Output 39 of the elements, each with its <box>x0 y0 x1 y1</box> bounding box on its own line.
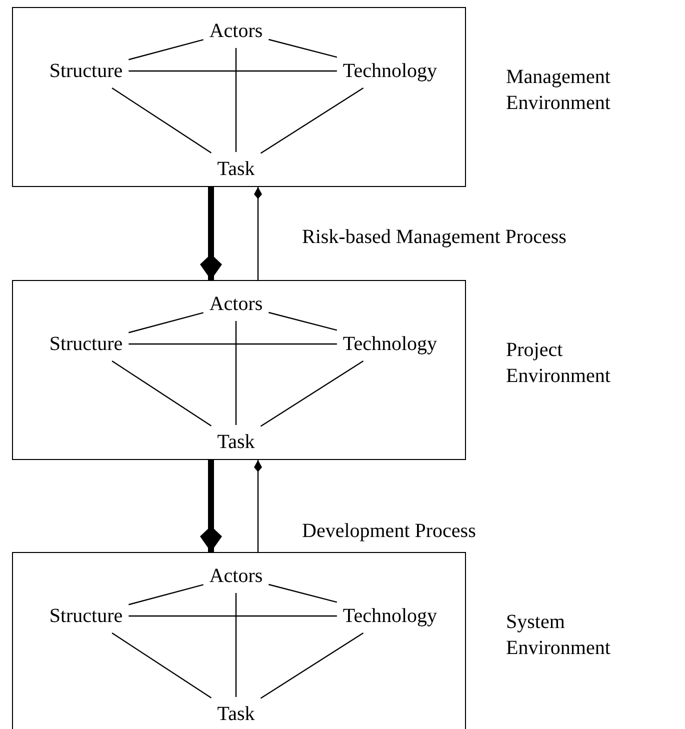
term-label: Structure <box>49 333 123 355</box>
term-label: Technology <box>342 333 438 355</box>
connector-line <box>112 88 212 154</box>
environment-label: Management Environment <box>506 65 612 116</box>
term-label: Actors <box>209 20 263 42</box>
arrow <box>254 460 262 552</box>
environment-label: System Environment <box>506 610 612 661</box>
arrow <box>200 460 222 552</box>
connector-line <box>260 88 364 154</box>
connector-line <box>128 39 204 60</box>
connector-line <box>260 632 364 699</box>
connector-line <box>268 38 338 58</box>
term-label: Structure <box>49 60 123 82</box>
process-label: Risk-based Management Process <box>302 226 566 249</box>
connector-line <box>235 321 237 425</box>
environment-label: Project Environment <box>506 338 612 389</box>
connector-line <box>128 70 337 72</box>
connector-line <box>235 48 237 152</box>
connector-line <box>268 312 338 331</box>
term-label: Technology <box>342 60 438 82</box>
arrow <box>200 187 222 280</box>
connector-line <box>112 632 212 698</box>
connector-line <box>128 584 204 606</box>
connector-line <box>235 593 237 697</box>
connector-line <box>128 343 337 345</box>
arrow <box>254 187 262 280</box>
connector-line <box>112 360 212 426</box>
process-label: Development Process <box>302 520 476 543</box>
term-label: Structure <box>49 605 123 627</box>
connector-line <box>128 312 204 334</box>
term-label: Task <box>217 158 255 180</box>
connector-line <box>128 615 337 617</box>
term-label: Actors <box>209 293 263 315</box>
term-label: Technology <box>342 605 438 627</box>
connector-line <box>268 584 338 603</box>
term-label: Task <box>217 703 255 725</box>
term-label: Actors <box>209 565 263 587</box>
term-label: Task <box>217 431 255 453</box>
connector-line <box>260 360 364 427</box>
